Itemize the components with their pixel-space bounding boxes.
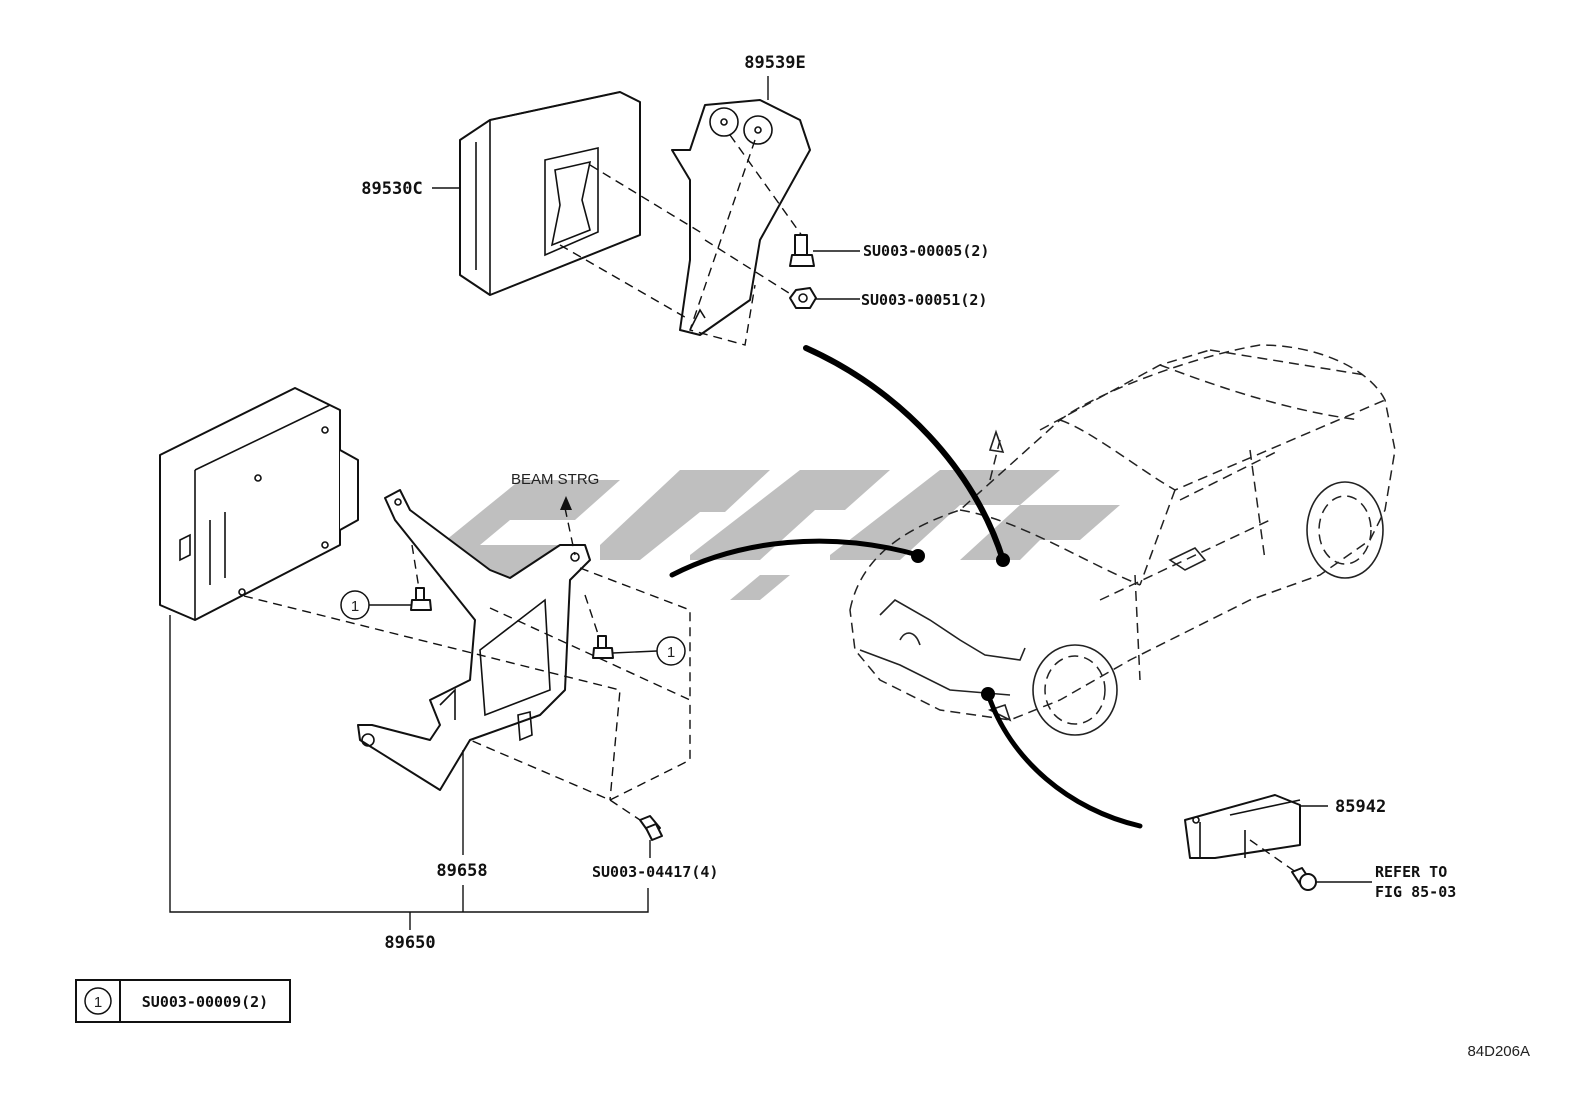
label-85942: 85942	[1335, 797, 1386, 817]
dash-line-lower-4	[411, 544, 421, 596]
figure-id: 84D206A	[1467, 1043, 1530, 1060]
label-beam-strg: BEAM STRG	[511, 471, 599, 488]
dash-line-upper-4	[729, 134, 806, 241]
dash-line-upper-2	[559, 244, 691, 321]
location-arc-lower	[669, 538, 921, 578]
arrow-up-icon	[560, 496, 572, 510]
callout-number: 1	[667, 644, 675, 661]
location-dot	[996, 553, 1010, 567]
dash-line-sensor	[1249, 839, 1301, 876]
dash-line-lower-6	[609, 799, 641, 821]
dash-line-upper-1	[589, 164, 706, 236]
legend-box: 1 SU003-00009(2)	[75, 979, 291, 1023]
screw-icon	[592, 635, 614, 659]
screw-icon	[410, 587, 432, 611]
label-refer-to: REFER TO	[1375, 863, 1447, 881]
legend-callout-circle	[84, 987, 112, 1015]
bolt-icon	[789, 234, 815, 267]
dash-line-beam	[564, 507, 576, 556]
nut-icon	[789, 287, 817, 309]
module-89650-ecu	[159, 387, 359, 621]
car-outline	[849, 344, 1396, 736]
dash-line-lower-3	[579, 567, 691, 700]
location-dot	[911, 549, 925, 563]
leader-callout-right	[612, 650, 658, 654]
dash-line-upper-3	[704, 239, 801, 301]
legend-number: 1	[94, 994, 102, 1011]
bolt-icon	[639, 815, 663, 841]
legend-part-number: SU003-00009(2)	[142, 993, 268, 1011]
location-dot	[981, 687, 995, 701]
dash-line-lower-2	[469, 607, 691, 801]
dash-line-lower-5	[584, 594, 601, 641]
bolt-icon	[1291, 867, 1317, 891]
callout-1-right: 1	[656, 636, 686, 666]
label-89658: 89658	[436, 861, 487, 881]
label-89650: 89650	[384, 933, 435, 953]
dash-line-upper-5	[689, 139, 756, 346]
assembly-bracket-line	[169, 615, 649, 913]
label-su00051: SU003-00051(2)	[861, 291, 987, 309]
sensor-85942	[1184, 794, 1301, 859]
callout-1-left: 1	[340, 590, 370, 620]
bracket-89658	[357, 489, 591, 791]
label-su00005: SU003-00005(2)	[863, 242, 989, 260]
module-89530c	[459, 91, 641, 296]
callout-number: 1	[351, 598, 359, 615]
label-89539e: 89539E	[744, 53, 805, 73]
location-arc-sensor	[985, 691, 1143, 829]
location-arc-upper	[803, 345, 1006, 563]
bracket-89539e	[671, 99, 811, 336]
label-89530c: 89530C	[361, 179, 422, 199]
label-su04417: SU003-04417(4)	[592, 863, 718, 881]
label-fig-ref: FIG 85-03	[1375, 883, 1456, 901]
